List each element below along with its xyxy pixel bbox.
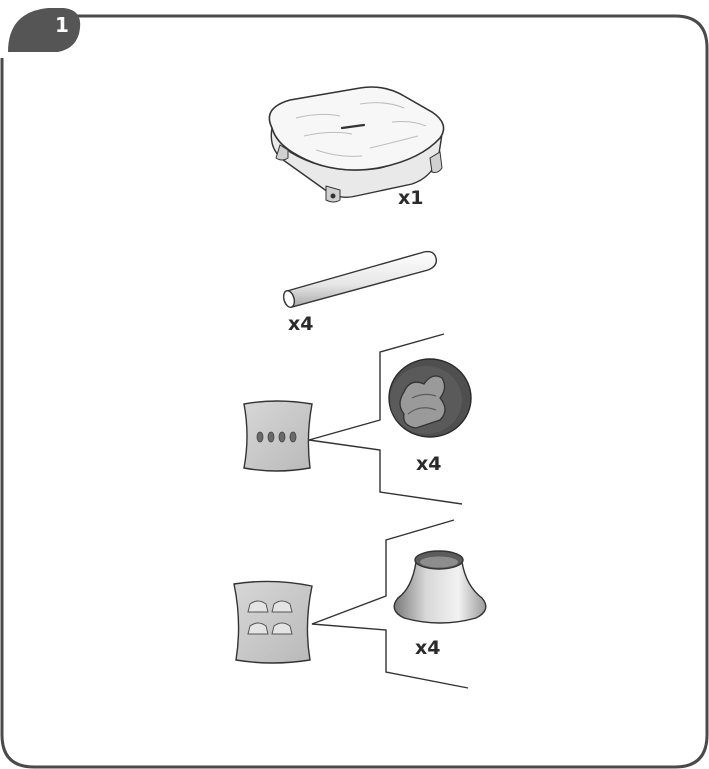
base-part: x1 (268, 86, 445, 209)
tube-part: x4 (282, 250, 438, 335)
connector-part-group: x4 (243, 333, 472, 505)
connector-sheet (243, 400, 313, 472)
step-frame (0, 14, 709, 769)
step-badge: 1 (8, 8, 81, 52)
foot-part-group: x4 (233, 519, 487, 689)
base-quantity: x1 (398, 187, 423, 209)
foot-quantity: x4 (415, 637, 440, 659)
connector-cap (388, 358, 472, 438)
connector-quantity: x4 (416, 453, 441, 475)
tube-quantity: x4 (288, 313, 313, 335)
foot-sheet (233, 580, 313, 664)
step-number: 1 (55, 13, 69, 37)
foot-cap (393, 550, 487, 624)
callout-line (311, 519, 469, 689)
